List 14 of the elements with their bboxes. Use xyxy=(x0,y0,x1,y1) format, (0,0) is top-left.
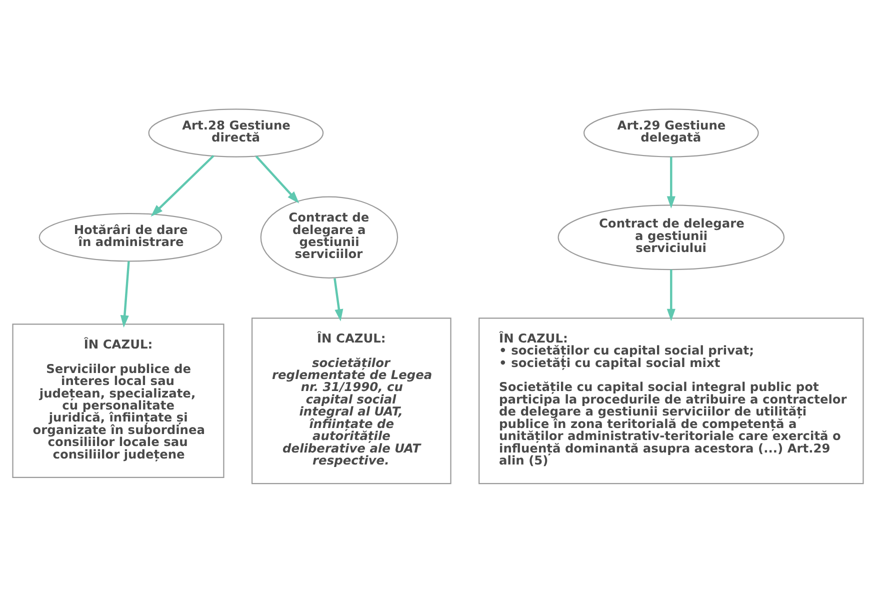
arrow xyxy=(666,156,676,208)
arrow xyxy=(334,278,344,322)
node-ellipse: Contract de delegare a gestiunii serviciilor xyxy=(260,196,398,278)
node-box: ÎN CAZUL: Serviciilor publice de interes local sau județean, specializate, cu personalitate juridică, înființate și organizate în subordinea consiliilor locale sau consiliilor județene xyxy=(12,324,224,478)
arrow xyxy=(666,270,676,322)
node-ellipse: Contract de delegare a gestiunii serviciului xyxy=(558,204,785,270)
arrow xyxy=(150,154,214,217)
node-ellipse: Art.29 Gestiune delegată xyxy=(583,108,759,158)
node-ellipse: Hotărâri de dare în administrare xyxy=(38,213,222,262)
node-ellipse: Art.28 Gestiune directă xyxy=(148,108,324,158)
arrow xyxy=(255,156,300,204)
node-box: ÎN CAZUL: societăților reglementate de Legea nr. 31/1990, cu capital social integral al UAT, înființate de autoritățile deliberative ale UAT respective. xyxy=(251,318,452,484)
node-box: ÎN CAZUL: • societăților cu capital social privat; • societăți cu capital social mixt Societățile cu capital social integral public pot participa la procedurile de atribuire a contractelor de delegare a gestiunii serviciilor de utilități publice în zona teritorială de competență a unităților administrativ-teritoriale care exercită o influență dominantă asupra acestora (...) Art.29 alin (5) xyxy=(478,318,864,484)
arrow xyxy=(120,261,130,328)
